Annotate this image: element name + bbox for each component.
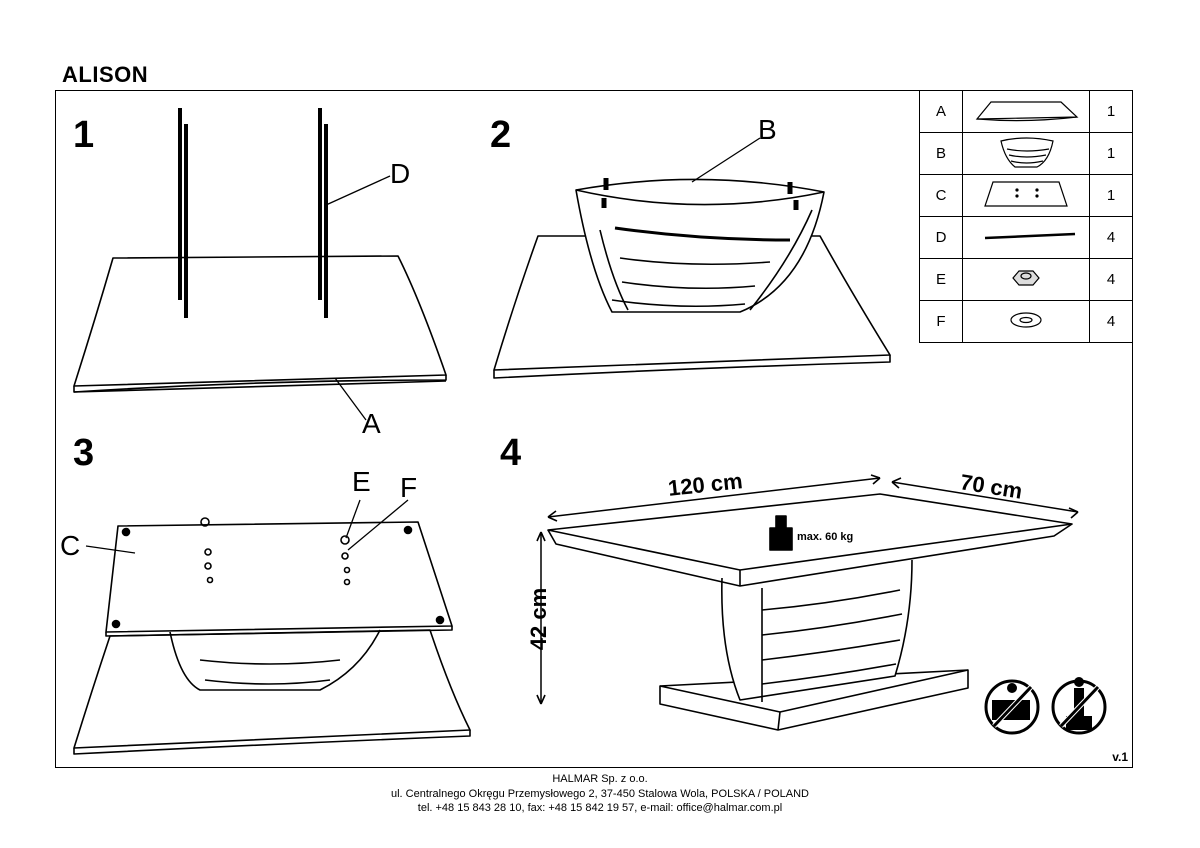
step1-illustration [73, 108, 447, 421]
step-1-number: 1 [73, 114, 95, 156]
part-qty: 1 [1089, 132, 1133, 175]
pedestal-icon [962, 132, 1090, 175]
parts-row: A 1 [919, 90, 1133, 133]
label-d: D [390, 158, 411, 189]
step3-illustration [73, 499, 471, 755]
parts-row: C 1 [919, 174, 1133, 217]
label-a: A [362, 408, 381, 439]
no-sitting-sign [984, 679, 1040, 735]
washer-icon [962, 300, 1090, 343]
version-label: v.1 [1112, 750, 1128, 764]
nut-icon [962, 258, 1090, 301]
part-qty: 4 [1089, 258, 1133, 301]
dimension-height: 42 cm [526, 587, 552, 651]
parts-row: D 4 [919, 216, 1133, 259]
footer: HALMAR Sp. z o.o. ul. Centralnego Okręgu… [0, 772, 1200, 816]
document-title: ALISON [62, 62, 149, 87]
footer-address: ul. Centralnego Okręgu Przemysłowego 2, … [390, 787, 809, 800]
label-e: E [352, 466, 371, 497]
step-4-number: 4 [500, 432, 522, 474]
footer-company: HALMAR Sp. z o.o. [552, 773, 648, 785]
step-2-number: 2 [490, 114, 512, 156]
part-qty: 4 [1089, 300, 1133, 343]
parts-list-table: A 1 B 1 C 1 D 4 E 4 F 4 [919, 90, 1133, 343]
parts-row: E 4 [919, 258, 1133, 301]
part-letter: A [919, 90, 963, 133]
label-f: F [400, 472, 418, 503]
label-c: C [60, 530, 81, 561]
instruction-frame [55, 90, 1133, 768]
max-load-label: max. 60 kg [797, 531, 854, 543]
part-letter: D [919, 216, 963, 259]
parts-row: F 4 [919, 300, 1133, 343]
part-letter: C [919, 174, 963, 217]
part-letter: E [919, 258, 963, 301]
step2-illustration [493, 137, 891, 379]
part-qty: 1 [1089, 90, 1133, 133]
part-qty: 4 [1089, 216, 1133, 259]
parts-row: B 1 [919, 132, 1133, 175]
threaded-rod-icon [962, 216, 1090, 259]
glass-plate-icon [962, 174, 1090, 217]
step4-illustration [536, 474, 1079, 731]
tabletop-icon [962, 90, 1090, 133]
part-letter: F [919, 300, 963, 343]
label-b: B [758, 114, 777, 145]
footer-contact: tel. +48 15 843 28 10, fax: +48 15 842 1… [417, 802, 783, 814]
no-standing-sign [1051, 677, 1107, 735]
step-3-number: 3 [73, 432, 95, 474]
part-letter: B [919, 132, 963, 175]
part-qty: 1 [1089, 174, 1133, 217]
